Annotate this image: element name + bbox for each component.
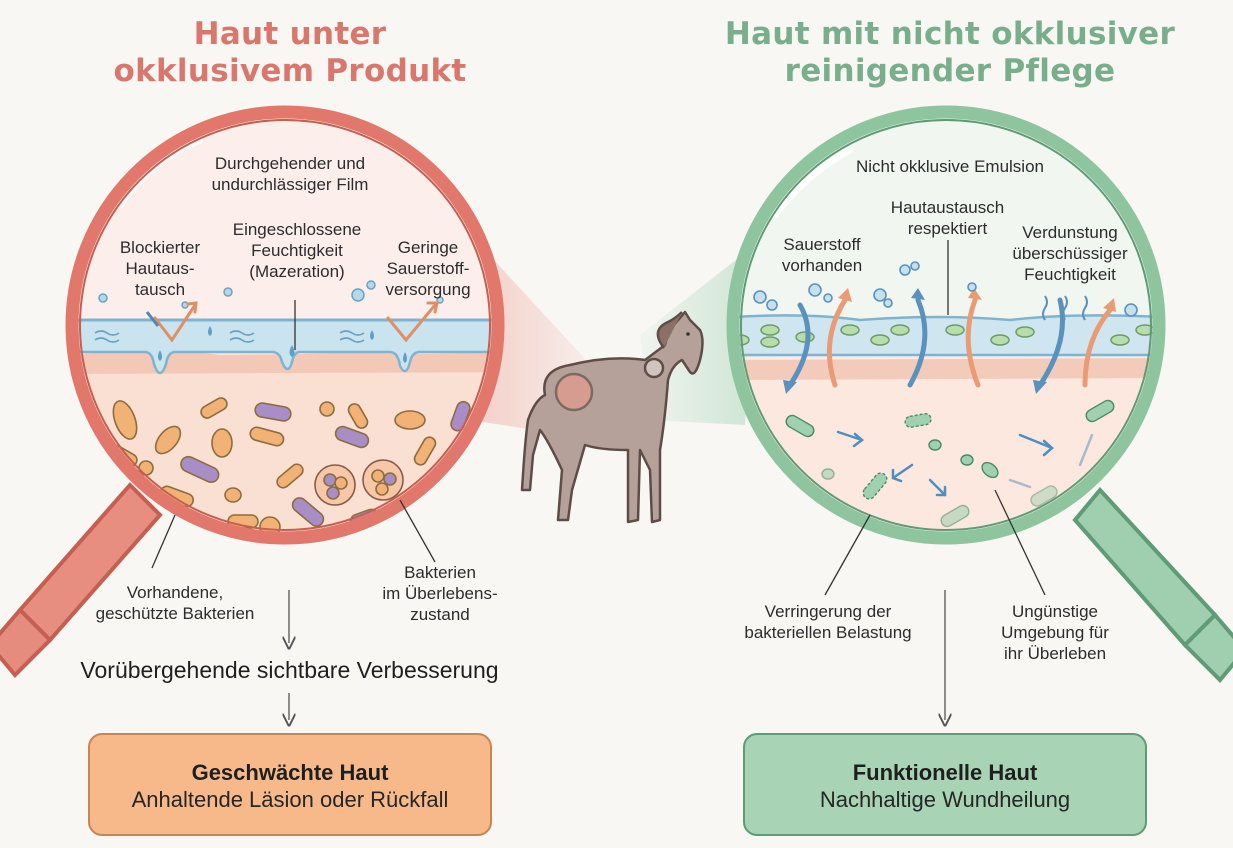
right-result-title: Funktionelle Haut — [852, 760, 1038, 785]
left-moisture-label: Eingeschlossene Feuchtigkeit (Mazeration… — [232, 220, 362, 281]
left-statement: Vorübergehende sichtbare Verbesserung — [80, 657, 499, 683]
right-environment-label: Ungünstige Umgebung für ihr Überleben — [1001, 602, 1109, 663]
right-result-subtitle: Nachhaltige Wundheilung — [819, 787, 1071, 812]
left-magnifier-handle — [0, 482, 163, 678]
left-protected-bacteria-label: Vorhandene, geschützte Bakterien — [95, 583, 255, 623]
left-title: Haut unter okklusivem Produkt — [113, 16, 467, 89]
left-lens-content — [72, 112, 498, 538]
right-exchange-label: Hautaustausch respektiert — [890, 198, 1005, 238]
left-result-box: Geschwächte Haut Anhaltende Läsion oder … — [88, 733, 492, 836]
right-magnifier-handle — [1072, 486, 1233, 683]
right-result-box: Funktionelle Haut Nachhaltige Wundheilun… — [743, 733, 1147, 836]
right-title: Haut mit nicht okklusiver reinigender Pf… — [724, 16, 1176, 89]
horse-illustration — [520, 310, 704, 524]
left-result-title: Geschwächte Haut — [191, 760, 389, 785]
right-evaporation-label: Verdunstung überschüssiger Feuchtigkeit — [1012, 223, 1128, 284]
left-oxygen-label: Geringe Sauerstoff- versorgung — [385, 238, 471, 299]
left-exchange-label: Blockierter Hautaus- tausch — [119, 238, 201, 299]
left-lens-ring — [65, 105, 505, 545]
left-film-label: Durchgehender und undurchlässiger Film — [211, 154, 369, 194]
right-lens-ring — [726, 105, 1166, 545]
right-oxygen-label: Sauerstoff vorhanden — [781, 235, 863, 275]
left-survival-bacteria-label: Bakterien im Überlebens- zustand — [382, 563, 498, 624]
left-result-subtitle: Anhaltende Läsion oder Rückfall — [131, 787, 449, 812]
right-reduction-label: Verringerung der bakteriellen Belastung — [744, 602, 912, 642]
right-emulsion-label: Nicht okklusive Emulsion — [855, 157, 1044, 176]
